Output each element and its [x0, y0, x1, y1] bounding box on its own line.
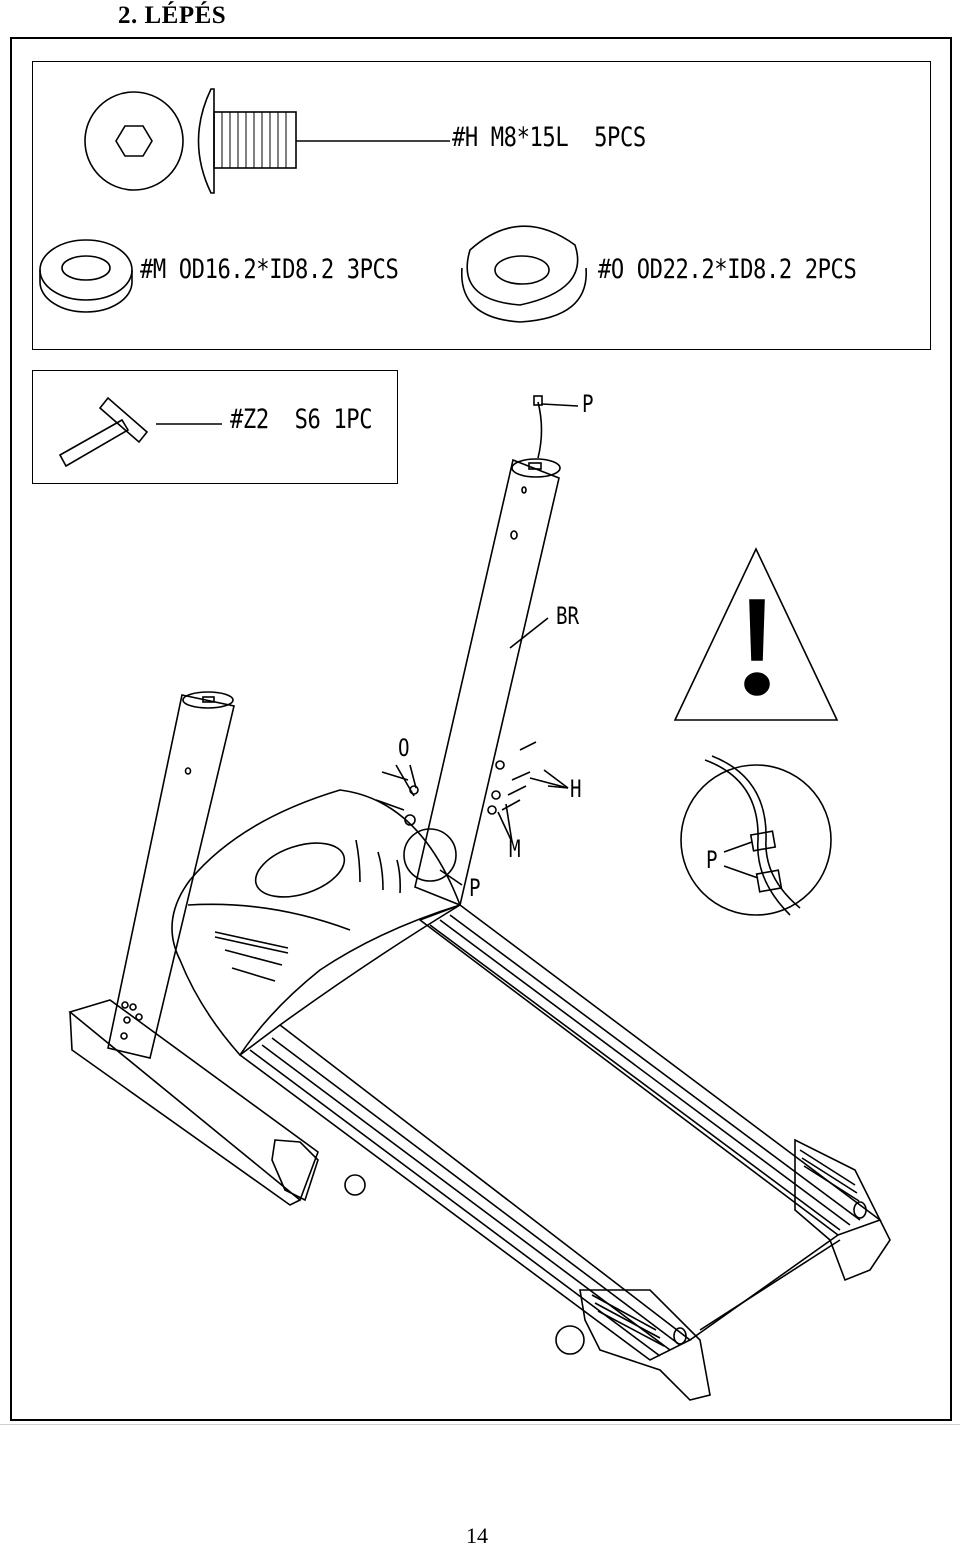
- upright-left: [107, 691, 235, 1059]
- bolt-side-icon: [197, 88, 450, 194]
- label-bolt-h: #H M8*15L 5PCS: [452, 122, 646, 153]
- warning-triangle-icon: [673, 547, 839, 721]
- footer-rule: [0, 1424, 960, 1425]
- callout-h: H: [570, 775, 582, 803]
- callout-p-mid: P: [469, 874, 481, 902]
- joint-hardware: [375, 741, 569, 886]
- washer-o-icon: [461, 225, 587, 323]
- hardware-parts-box: [32, 61, 931, 350]
- callout-p-top: P: [582, 390, 594, 418]
- label-wrench-z2: #Z2 S6 1PC: [230, 404, 373, 435]
- callout-o: O: [398, 734, 410, 762]
- tool-parts-box: [32, 370, 398, 484]
- callout-m: M: [509, 835, 521, 863]
- page-number: 14: [466, 1523, 488, 1548]
- label-washer-m: #M OD16.2*ID8.2 3PCS: [140, 254, 399, 285]
- instruction-frame: [10, 37, 952, 1421]
- connector-detail: [680, 755, 832, 916]
- callout-p-detail: P: [706, 846, 718, 874]
- motor-hood: [171, 789, 462, 1057]
- upright-br: [414, 395, 579, 907]
- label-washer-o: #O OD22.2*ID8.2 2PCS: [598, 254, 857, 285]
- bolt-head-icon: [84, 91, 184, 191]
- rear-end-caps: [271, 1138, 891, 1401]
- allen-wrench-icon: [58, 396, 222, 468]
- step-title: 2. LÉPÉS: [118, 2, 227, 29]
- washer-m-icon: [39, 239, 133, 313]
- callout-br: BR: [556, 602, 580, 630]
- treadmill-deck: [68, 904, 882, 1361]
